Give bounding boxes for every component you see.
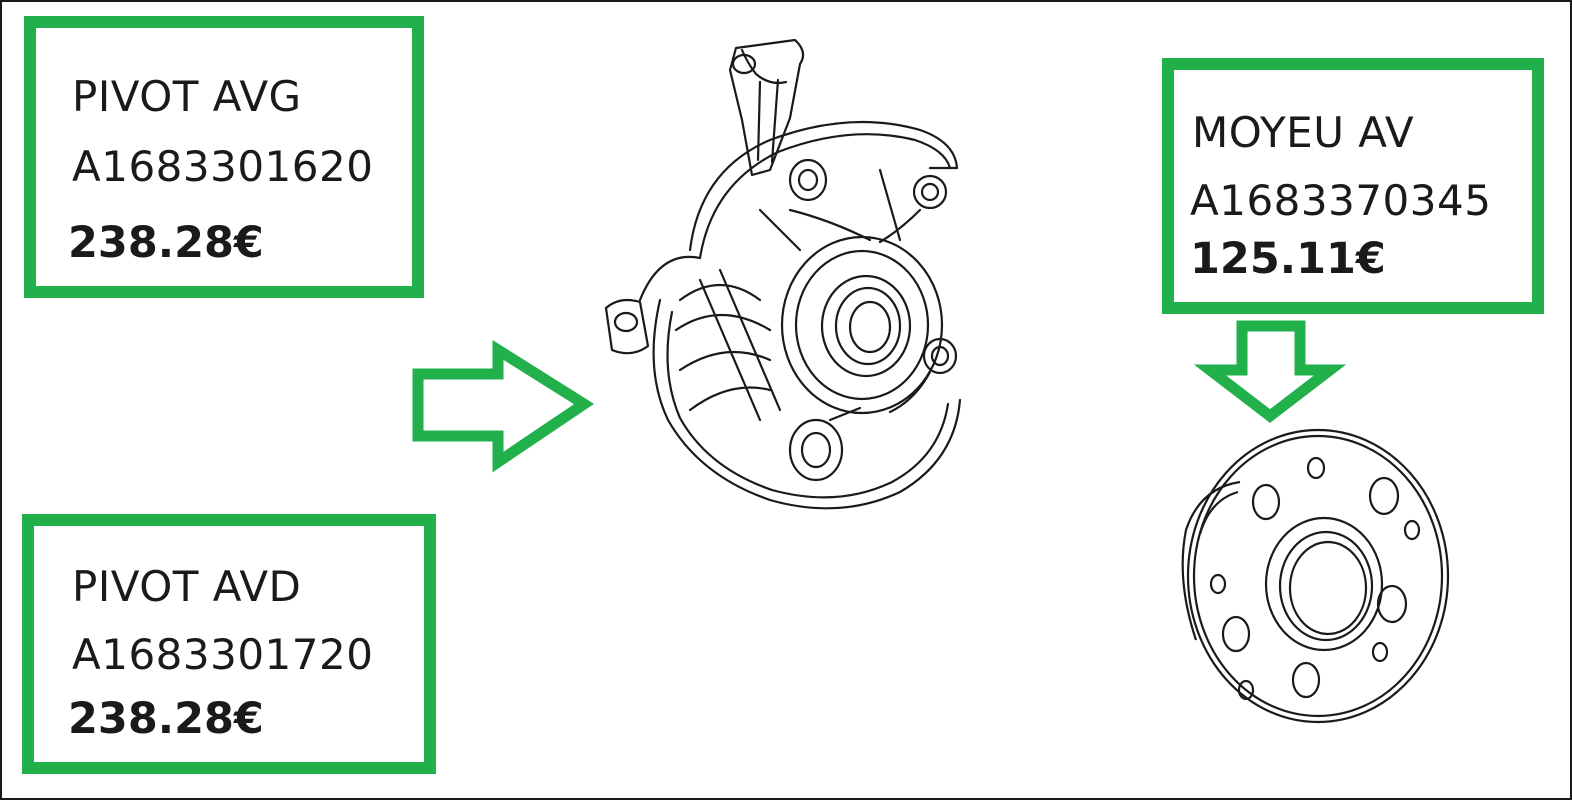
part-reference: A1683301620 xyxy=(72,142,374,191)
part-card-pivot-avd: PIVOT AVD A1683301720 238.28€ xyxy=(22,514,436,774)
part-card-moyeu-av: MOYEU AV A1683370345 125.11€ xyxy=(1162,58,1544,314)
part-price: 238.28€ xyxy=(68,218,264,268)
part-reference: A1683370345 xyxy=(1190,176,1492,225)
part-price: 125.11€ xyxy=(1190,234,1386,284)
part-card-pivot-avg: PIVOT AVG A1683301620 238.28€ xyxy=(24,16,424,298)
part-name: PIVOT AVD xyxy=(72,562,302,611)
part-reference: A1683301720 xyxy=(72,630,374,679)
part-price: 238.28€ xyxy=(68,694,264,744)
part-name: PIVOT AVG xyxy=(72,72,302,121)
part-name: MOYEU AV xyxy=(1192,108,1415,157)
